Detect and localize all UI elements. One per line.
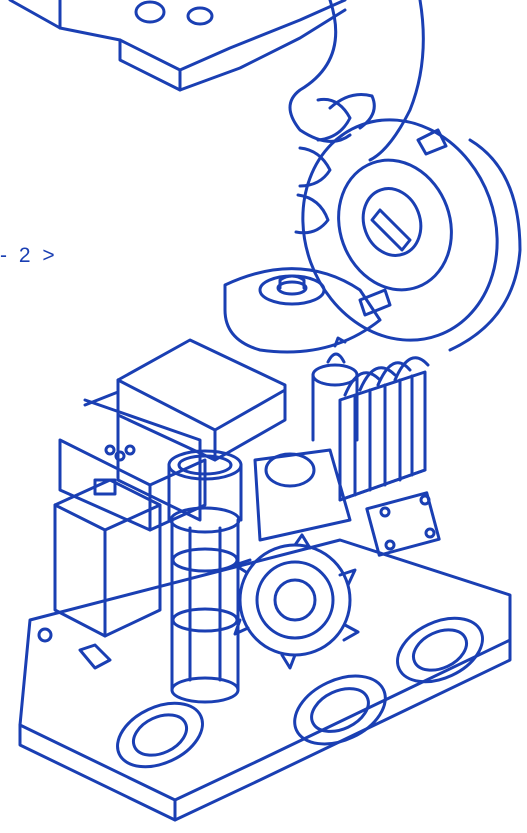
impeller-cap <box>223 267 382 354</box>
hand <box>288 0 425 235</box>
check-valve <box>311 336 359 442</box>
pressure-tank <box>167 449 243 704</box>
fin-assembly <box>338 356 441 557</box>
capacitor <box>53 478 162 638</box>
upper-unit-base <box>8 0 347 92</box>
pipe-fittings <box>116 616 484 769</box>
control-box <box>58 338 287 532</box>
pump-casing <box>233 448 360 670</box>
base-plate <box>18 538 512 822</box>
step-label: - 2 > <box>0 244 58 267</box>
motor-cover <box>301 118 522 352</box>
